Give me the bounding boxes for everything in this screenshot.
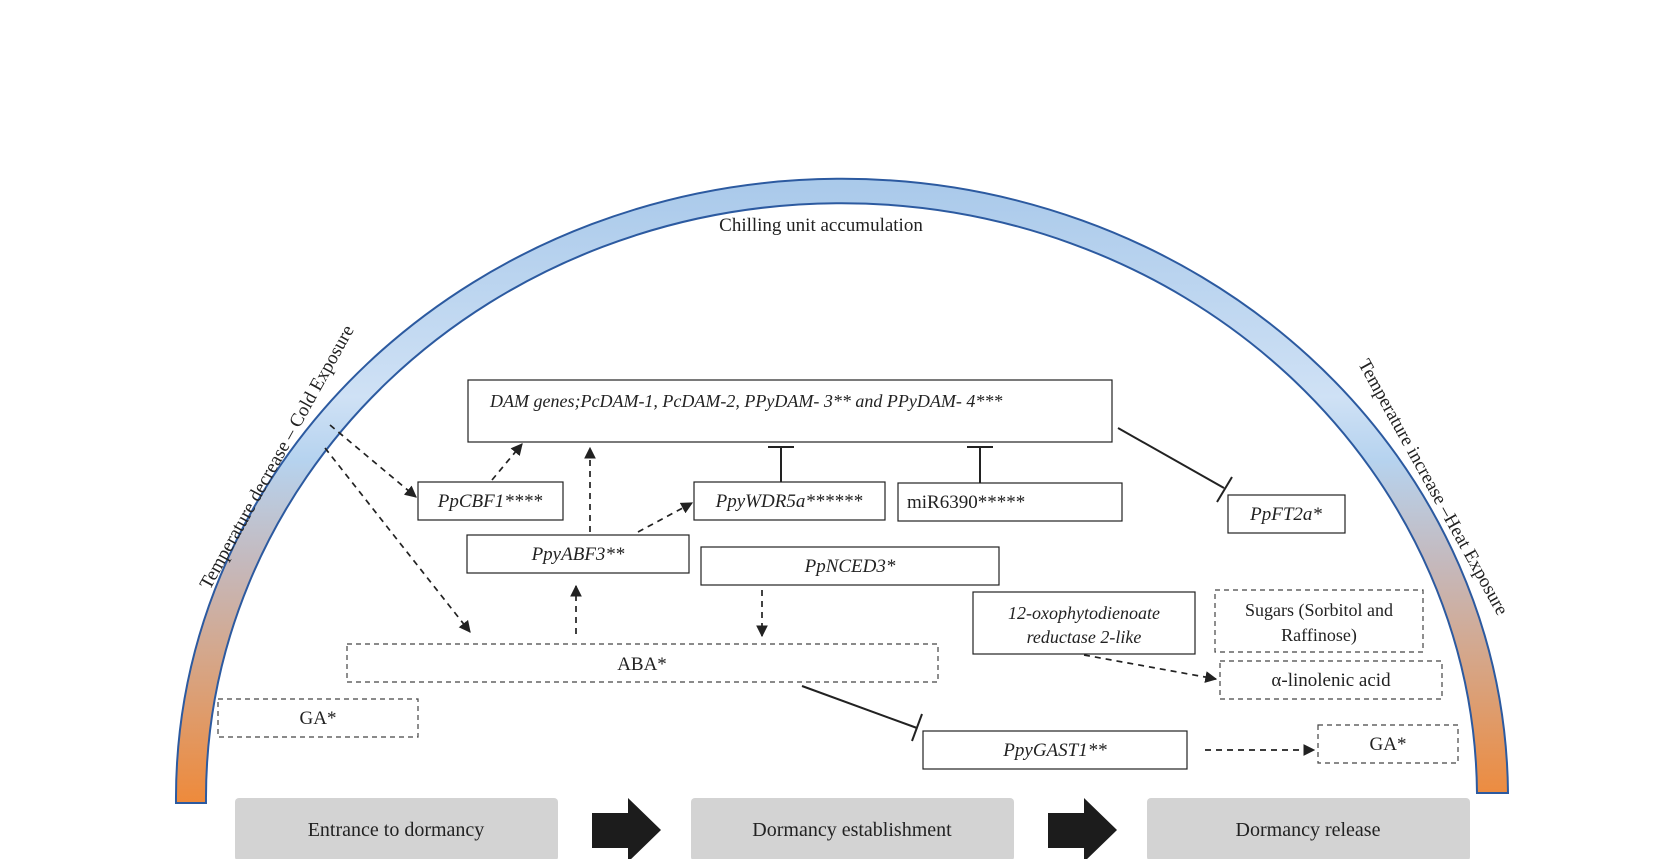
inhibit-dam-ppft2a — [1117, 427, 1233, 503]
cold-exposure-label: Temperature decrease – Cold Exposure — [196, 322, 359, 593]
ppnced3-label: PpNCED3* — [804, 556, 896, 577]
aba-box — [346, 643, 939, 683]
ga-left-label: GA* — [300, 708, 337, 729]
ppnced3-box — [700, 546, 1000, 586]
stage-arrow-2 — [1048, 798, 1117, 859]
arrow-ppcbf1-to-dam — [491, 443, 523, 481]
ppft2a-label: PpFT2a* — [1249, 504, 1322, 525]
ppywdr5a-label: PpyWDR5a****** — [715, 491, 863, 512]
stage-entrance-label: Entrance to dormancy — [308, 819, 485, 841]
oxophytodienoate-line1: 12-oxophytodienoate — [1008, 603, 1160, 623]
stage-arrow-1 — [592, 798, 661, 859]
sugars-box — [1214, 589, 1424, 653]
stage-establishment-label: Dormancy establishment — [752, 819, 952, 841]
inhibit-aba-ppygast1 — [801, 685, 923, 742]
ppyabf3-box — [466, 534, 690, 574]
chilling-arc — [174, 177, 1510, 804]
ga-right-label: GA* — [1370, 734, 1407, 755]
mir6390-box — [897, 482, 1123, 522]
inhibit-mir6390-dam — [967, 446, 993, 483]
mir6390-label: miR6390***** — [907, 492, 1025, 513]
sugars-line1: Sugars (Sorbitol and — [1245, 600, 1393, 621]
arrow-oxo-to-linolenic — [1083, 654, 1218, 683]
ppcbf1-label: PpCBF1**** — [437, 491, 543, 512]
ppygast1-label: PpyGAST1** — [1002, 740, 1107, 761]
stage-release-label: Dormancy release — [1236, 819, 1381, 841]
ppywdr5a-box — [693, 481, 886, 521]
oxophytodienoate-line2: reductase 2-like — [1027, 627, 1142, 647]
ppft2a-box — [1227, 494, 1346, 534]
inhibit-ppywdr5a-dam — [768, 446, 794, 482]
aba-label: ABA* — [617, 654, 667, 675]
ppcbf1-box — [417, 481, 564, 521]
stage-establishment — [691, 798, 1014, 859]
dam-genes-box — [467, 379, 1113, 443]
ga-left-box — [217, 698, 419, 738]
arrow-ppyabf3-to-ppywdr5a — [637, 502, 694, 533]
sugars-line2: Raffinose) — [1281, 625, 1357, 646]
linolenic-acid-label: α-linolenic acid — [1271, 670, 1391, 691]
ga-right-box — [1317, 724, 1459, 764]
stage-entrance — [235, 798, 558, 859]
stage-release — [1147, 798, 1470, 859]
dam-genes-label: DAM genes;PcDAM-1, PcDAM-2, PPyDAM- 3** … — [489, 391, 1002, 411]
oxophytodienoate-box — [972, 591, 1196, 655]
arrow-cold-to-ppcbf1 — [329, 424, 417, 498]
arc-title: Chilling unit accumulation — [719, 215, 923, 236]
ppygast1-box — [922, 730, 1188, 770]
linolenic-acid-box — [1219, 660, 1443, 700]
ppyabf3-label: PpyABF3** — [531, 544, 625, 565]
arrow-cold-to-aba — [324, 447, 471, 633]
